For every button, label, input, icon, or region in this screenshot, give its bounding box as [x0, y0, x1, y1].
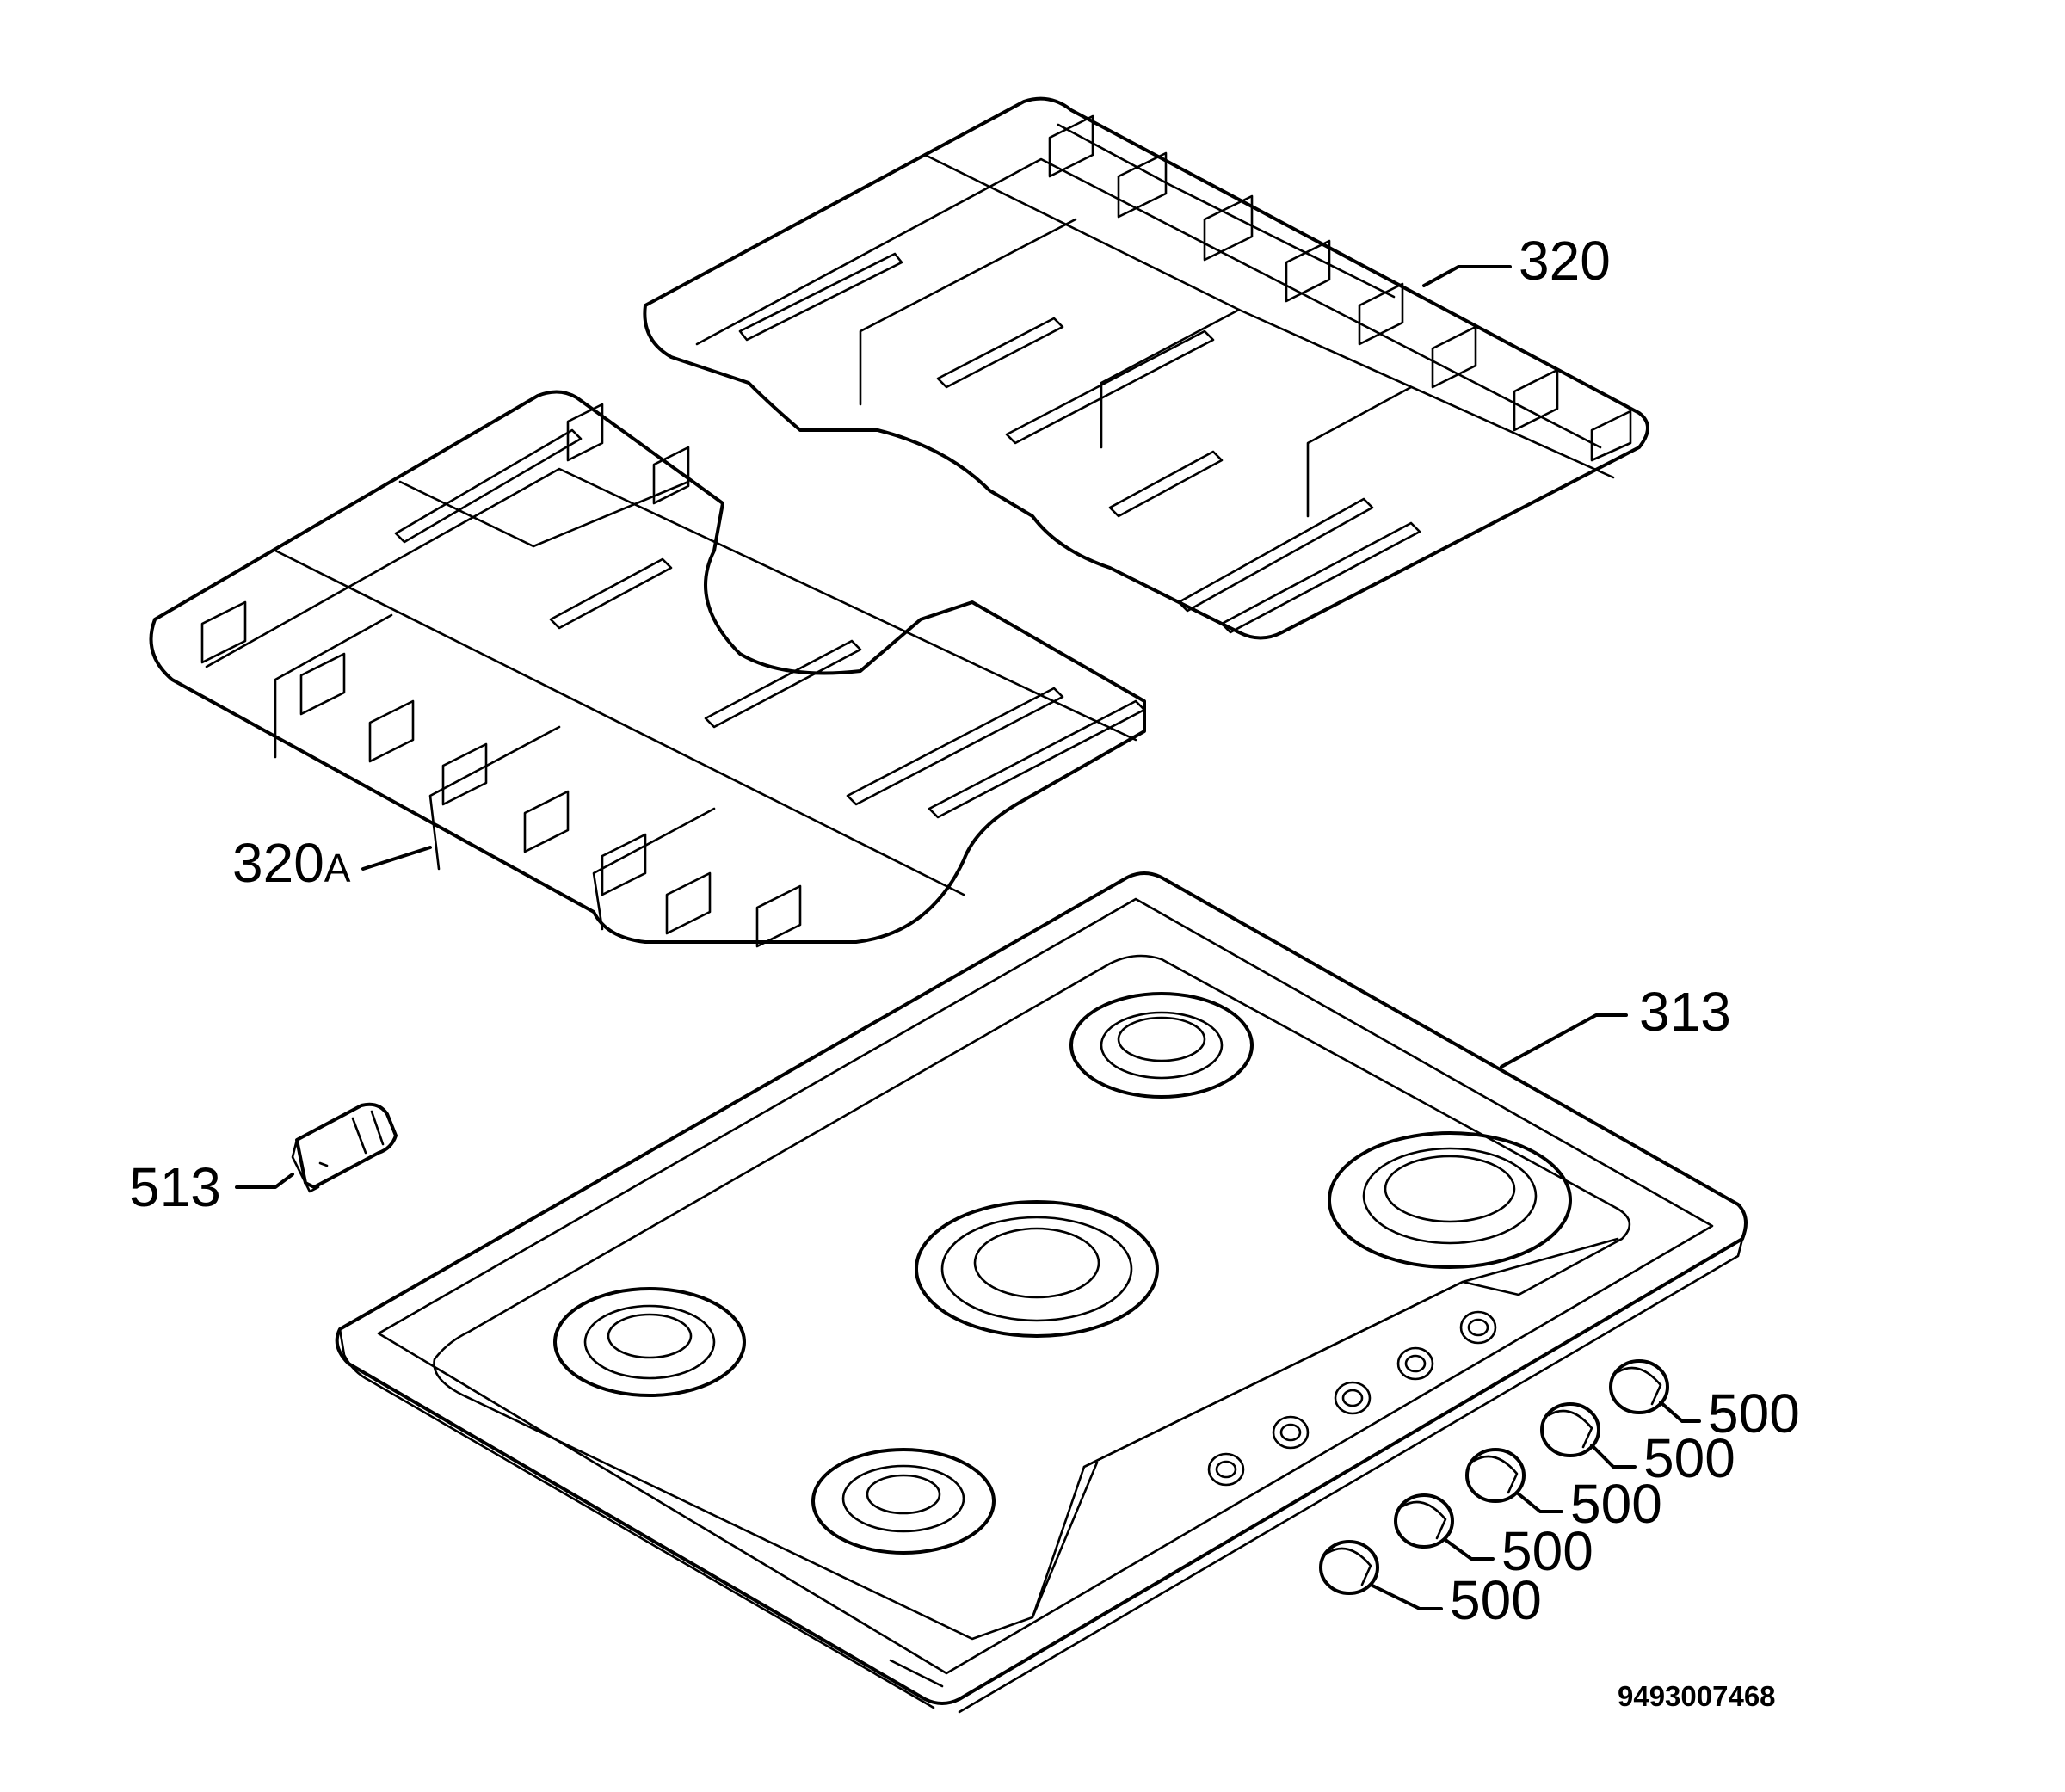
label-500-knob-3: 500 [1570, 1473, 1662, 1535]
leader-320 [1422, 265, 1512, 287]
leader-320a [361, 846, 432, 871]
control-knob-3 [1465, 1448, 1526, 1503]
label-500-knob-2: 500 [1643, 1427, 1735, 1489]
label-320: 320 [1519, 230, 1611, 292]
leader-knob-3 [1515, 1491, 1563, 1513]
leader-knob-5 [1369, 1583, 1443, 1610]
burner-rear-left [1069, 992, 1254, 1099]
burner-front-right [811, 1448, 996, 1555]
leader-knob-1 [1659, 1401, 1701, 1423]
control-knob-2 [1540, 1402, 1600, 1457]
control-knob-1 [1609, 1359, 1669, 1414]
pan-support-rear [643, 96, 1649, 640]
pan-support-front [149, 390, 1146, 948]
fixing-clip [291, 1102, 398, 1193]
hob-top-panel [335, 871, 1748, 1714]
control-knob-5 [1319, 1540, 1379, 1595]
leader-313 [1500, 1013, 1628, 1068]
label-313: 313 [1639, 981, 1731, 1043]
control-knob-4 [1394, 1493, 1454, 1549]
leader-513 [235, 1173, 294, 1189]
label-513: 513 [129, 1156, 221, 1218]
drawing-reference-number: 9493007468 [1618, 1680, 1776, 1712]
leader-knob-4 [1444, 1538, 1495, 1561]
label-500-knob-5: 500 [1450, 1569, 1542, 1631]
leader-lines [235, 265, 1701, 1610]
label-320a: 320A [232, 832, 351, 894]
burner-front-left [553, 1287, 746, 1397]
label-500-knob-4: 500 [1501, 1520, 1593, 1582]
knob-spindle-holes [1207, 1310, 1497, 1487]
label-500-knob-1: 500 [1708, 1382, 1800, 1444]
burner-center-wok [915, 1200, 1159, 1338]
leader-knob-2 [1590, 1444, 1637, 1469]
burner-rear-right [1328, 1131, 1572, 1269]
